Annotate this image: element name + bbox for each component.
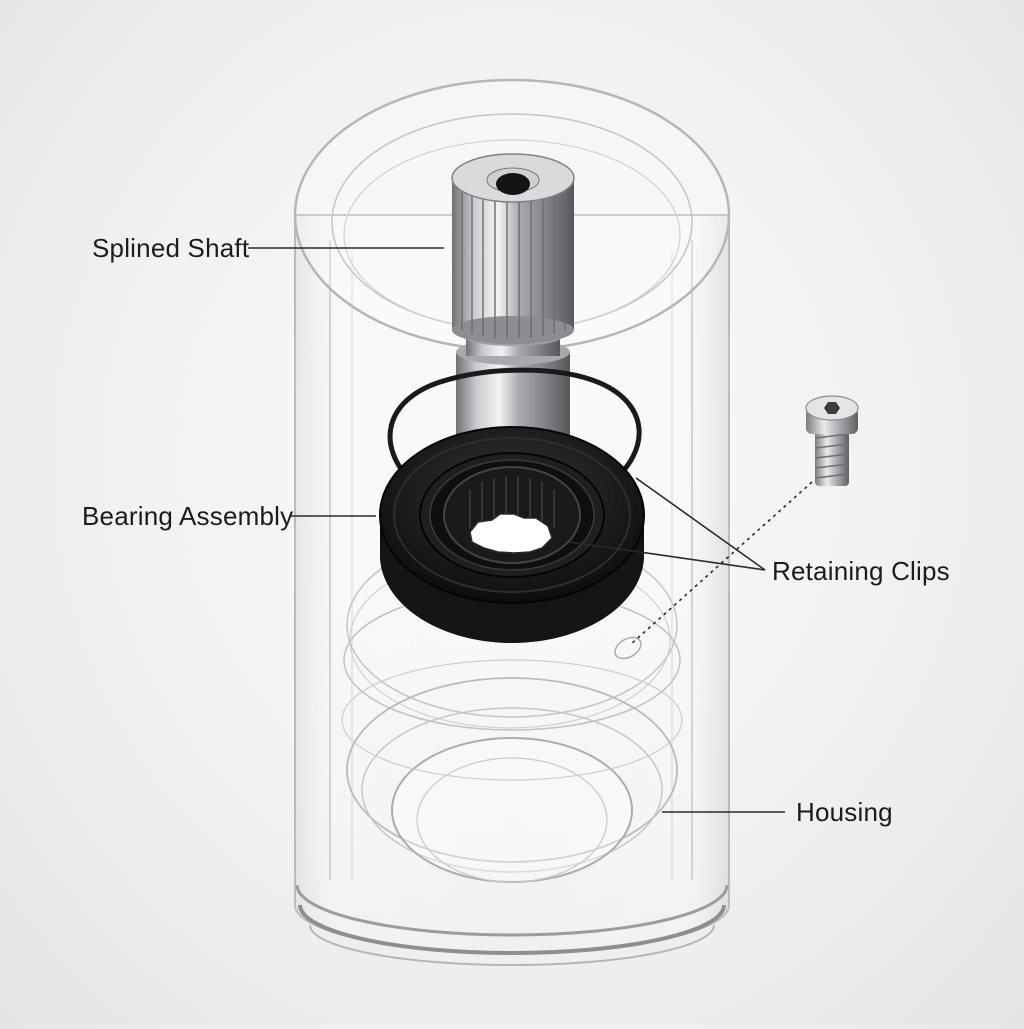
label-housing: Housing (796, 797, 893, 827)
label-splined-shaft: Splined Shaft (92, 233, 250, 263)
leader-retaining-clips-b (635, 477, 766, 571)
bearing-assembly (379, 426, 645, 643)
splined-shaft (451, 153, 575, 456)
screw-insertion-path (629, 481, 813, 646)
label-retaining-clips: Retaining Clips (772, 556, 950, 586)
leader-lines (248, 247, 813, 813)
label-bearing-assembly: Bearing Assembly (82, 501, 294, 531)
socket-head-screw (805, 395, 859, 486)
leader-retaining-clips-a (569, 541, 766, 571)
